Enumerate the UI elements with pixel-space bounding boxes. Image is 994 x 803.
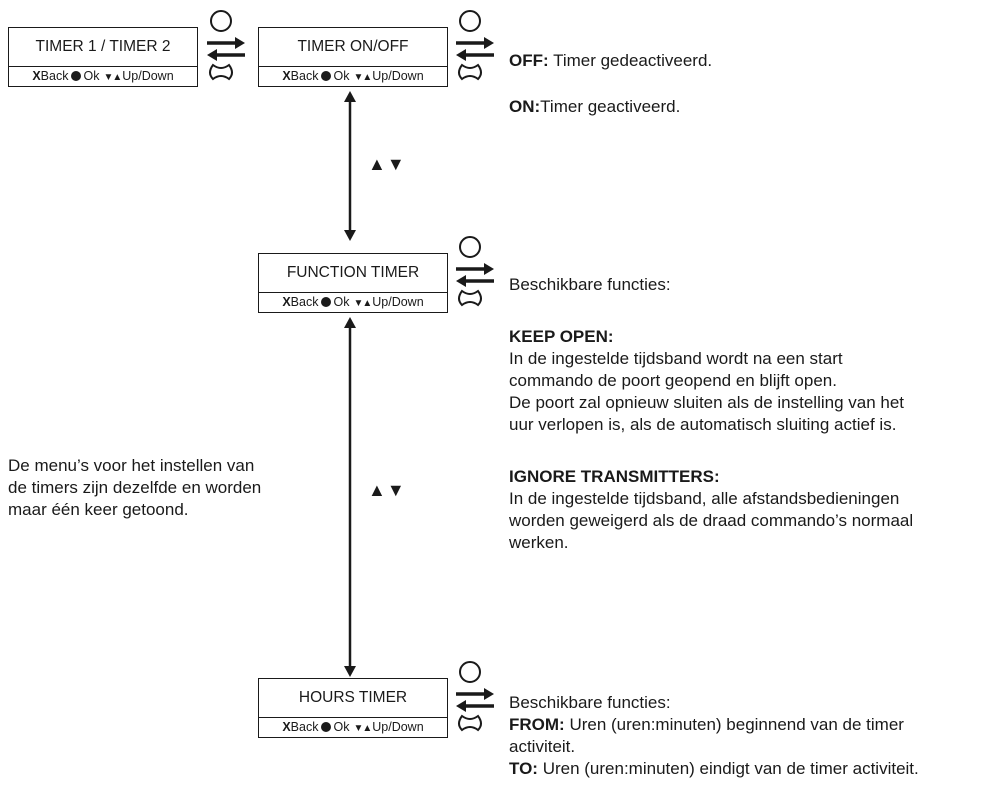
menu-function-box: FUNCTION TIMER XBack Ok▼▲Up/Down xyxy=(258,253,448,313)
side-note-line: De menu’s voor het instellen van xyxy=(8,456,255,475)
ignore-line: In de ingestelde tijdsband, alle afstand… xyxy=(509,489,900,508)
back-key-label: Back xyxy=(40,69,69,83)
ok-back-symbol-3 xyxy=(454,235,496,307)
updown-key-label: Up/Down xyxy=(372,69,424,83)
ok-key-label: Ok xyxy=(83,69,100,83)
from-desc: Uren (uren:minuten) beginnend van de tim… xyxy=(564,715,904,734)
down-up-icon: ▼▲ xyxy=(353,723,372,734)
ignore-line: werken. xyxy=(509,533,569,552)
down-up-icon: ▼▲ xyxy=(353,72,372,83)
updown-key-label: Up/Down xyxy=(372,720,424,734)
menu-timer12-box: TIMER 1 / TIMER 2 XBack Ok▼▲Up/Down xyxy=(8,27,198,87)
back-key-label: Back xyxy=(290,720,319,734)
updown-key-label: Up/Down xyxy=(122,69,174,83)
down-up-icon: ▼▲ xyxy=(353,298,372,309)
updown-arrow-label: ▲▼ xyxy=(368,154,406,174)
menu-keys-row: XBack Ok▼▲Up/Down xyxy=(258,66,448,87)
ok-key-label: Ok xyxy=(333,69,350,83)
hours-to-line: TO: Uren (uren:minuten) eindigt van de t… xyxy=(509,758,919,780)
off-desc: Timer gedeactiveerd. xyxy=(548,51,713,70)
ok-back-symbol-2 xyxy=(454,9,496,81)
off-label: OFF: xyxy=(509,51,549,70)
hours-from-line: FROM: Uren (uren:minuten) beginnend van … xyxy=(509,714,985,736)
updown-arrow-label: ▲▼ xyxy=(368,480,406,500)
hours-intro: Beschikbare functies: xyxy=(509,693,671,712)
back-x-icon: X xyxy=(282,295,291,309)
keep-open-line: uur verlopen is, als de automatisch slui… xyxy=(509,415,897,434)
to-desc: Uren (uren:minuten) eindigt van de timer… xyxy=(537,759,919,778)
down-up-icon: ▼▲ xyxy=(103,72,122,83)
updown-key-label: Up/Down xyxy=(372,295,424,309)
back-x-icon: X xyxy=(32,69,41,83)
keep-open-title-text: KEEP OPEN: xyxy=(509,327,614,346)
keep-open-line: commando de poort geopend en blijft open… xyxy=(509,371,837,390)
from-label: FROM: xyxy=(509,715,565,734)
back-x-icon: X xyxy=(282,69,291,83)
ok-dot-icon xyxy=(71,71,82,81)
back-key-label: Back xyxy=(290,295,319,309)
onoff-on-line: ON:Timer geactiveerd. xyxy=(509,96,680,118)
ok-dot-icon xyxy=(321,297,332,307)
back-key-label: Back xyxy=(290,69,319,83)
on-desc: Timer geactiveerd. xyxy=(540,97,681,116)
menu-keys-row: XBack Ok▼▲Up/Down xyxy=(8,66,198,87)
ok-dot-icon xyxy=(321,722,332,732)
keep-open-line: In de ingestelde tijdsband wordt na een … xyxy=(509,349,843,368)
ok-dot-icon xyxy=(321,71,332,81)
menu-keys-row: XBack Ok▼▲Up/Down xyxy=(258,717,448,738)
on-label: ON: xyxy=(509,97,541,116)
keep-open-line: De poort zal opnieuw sluiten als de inst… xyxy=(509,393,905,412)
menu-hours-title: HOURS TIMER xyxy=(258,678,448,718)
ignore-line: worden geweigerd als de draad commando’s… xyxy=(509,511,914,530)
back-x-icon: X xyxy=(282,720,291,734)
ok-key-label: Ok xyxy=(333,295,350,309)
keep-open-title: KEEP OPEN: xyxy=(509,326,614,348)
ok-back-symbol-1 xyxy=(205,9,247,81)
side-note-line: maar één keer getoond. xyxy=(8,500,189,519)
ignore-title: IGNORE TRANSMITTERS: xyxy=(509,466,720,488)
function-intro: Beschikbare functies: xyxy=(509,275,671,294)
ok-key-label: Ok xyxy=(333,720,350,734)
menu-keys-row: XBack Ok▼▲Up/Down xyxy=(258,292,448,313)
side-note-line: de timers zijn dezelfde en worden xyxy=(8,478,262,497)
menu-timer12-title: TIMER 1 / TIMER 2 xyxy=(8,27,198,67)
vertical-double-arrow-1 xyxy=(344,91,356,241)
ignore-title-text: IGNORE TRANSMITTERS: xyxy=(509,467,720,486)
onoff-off-line: OFF: Timer gedeactiveerd. xyxy=(509,50,712,72)
vertical-double-arrow-2 xyxy=(344,317,356,677)
menu-onoff-title: TIMER ON/OFF xyxy=(258,27,448,67)
menu-hours-box: HOURS TIMER XBack Ok▼▲Up/Down xyxy=(258,678,448,738)
to-label: TO: xyxy=(509,759,538,778)
hours-from-line2: activiteit. xyxy=(509,737,576,756)
ok-back-symbol-4 xyxy=(454,660,496,732)
menu-function-title: FUNCTION TIMER xyxy=(258,253,448,293)
menu-onoff-box: TIMER ON/OFF XBack Ok▼▲Up/Down xyxy=(258,27,448,87)
